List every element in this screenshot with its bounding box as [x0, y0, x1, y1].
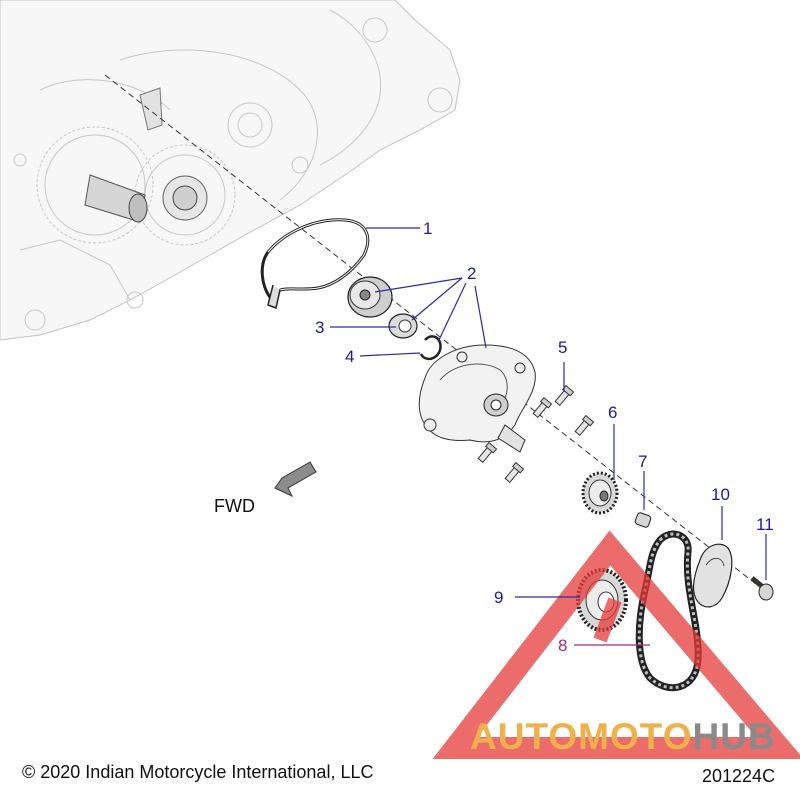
screw-part: [750, 576, 774, 601]
gasket-part: [260, 218, 370, 310]
copyright-notice: © 2020 Indian Motorcycle International, …: [22, 762, 374, 782]
pump-sprocket-part: [581, 471, 619, 515]
leader-lines: [330, 227, 767, 646]
fwd-label: FWD: [214, 496, 255, 516]
engine-case: [0, 0, 461, 341]
callout-9: 9: [494, 588, 503, 607]
chain-guide-part: [692, 543, 733, 608]
callout-7: 7: [638, 452, 647, 471]
watermark-auto: AUTO: [470, 716, 579, 757]
callout-labels: 1 2 3 4 5 6 7 8 9 10 11: [315, 219, 774, 655]
callout-4: 4: [345, 347, 354, 366]
seal-part: [388, 313, 418, 339]
drawing-id: 201224C: [702, 766, 776, 786]
snap-ring-part: [419, 335, 442, 361]
callout-5: 5: [558, 338, 567, 357]
callout-2: 2: [467, 264, 476, 283]
watermark-triangle: [432, 530, 800, 759]
callout-10: 10: [711, 485, 730, 504]
pump-housing: [418, 344, 536, 453]
assembly-axis: [104, 74, 771, 596]
fwd-arrow-icon: [274, 461, 317, 498]
impeller-part: [347, 276, 393, 318]
watermark-moto: MOTO: [578, 716, 693, 757]
callout-6: 6: [608, 403, 617, 422]
watermark-hub: HUB: [692, 716, 776, 757]
nut-part: [634, 512, 652, 528]
callout-11: 11: [756, 515, 774, 534]
bolts-part: [477, 384, 595, 483]
watermark-text: AUTOMOTOHUB: [470, 716, 776, 758]
callout-1: 1: [423, 219, 432, 238]
callout-3: 3: [315, 318, 324, 337]
callout-8: 8: [558, 636, 567, 655]
